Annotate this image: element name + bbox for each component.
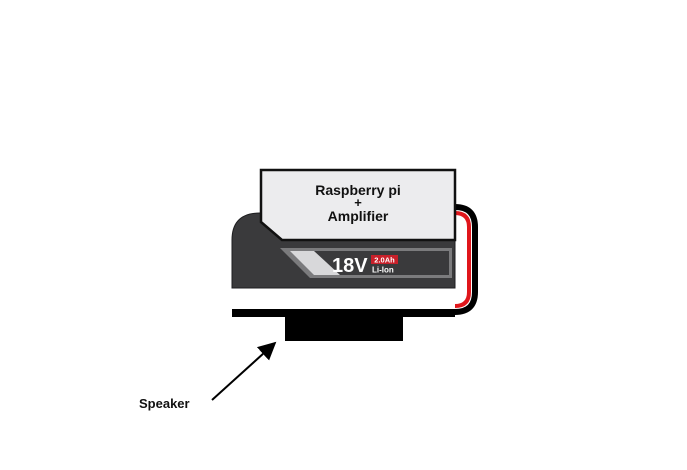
- speaker-label: Speaker: [139, 396, 190, 411]
- battery-capacity-badge: [371, 255, 398, 264]
- wire-black: [454, 204, 478, 315]
- battery-capacity: 2.0Ah: [374, 256, 395, 265]
- speaker-arrow: [211, 341, 277, 401]
- module-box: [259, 168, 457, 242]
- module-line-2: +: [354, 195, 362, 210]
- speaker-body: [285, 317, 403, 341]
- module-line-1: Raspberry pi: [315, 182, 401, 198]
- speaker-plate: [232, 309, 455, 317]
- wire-red: [454, 211, 471, 308]
- battery-voltage: 18V: [332, 255, 368, 277]
- battery-chemistry: Li-Ion: [372, 266, 394, 275]
- module-line-3: Amplifier: [328, 208, 389, 224]
